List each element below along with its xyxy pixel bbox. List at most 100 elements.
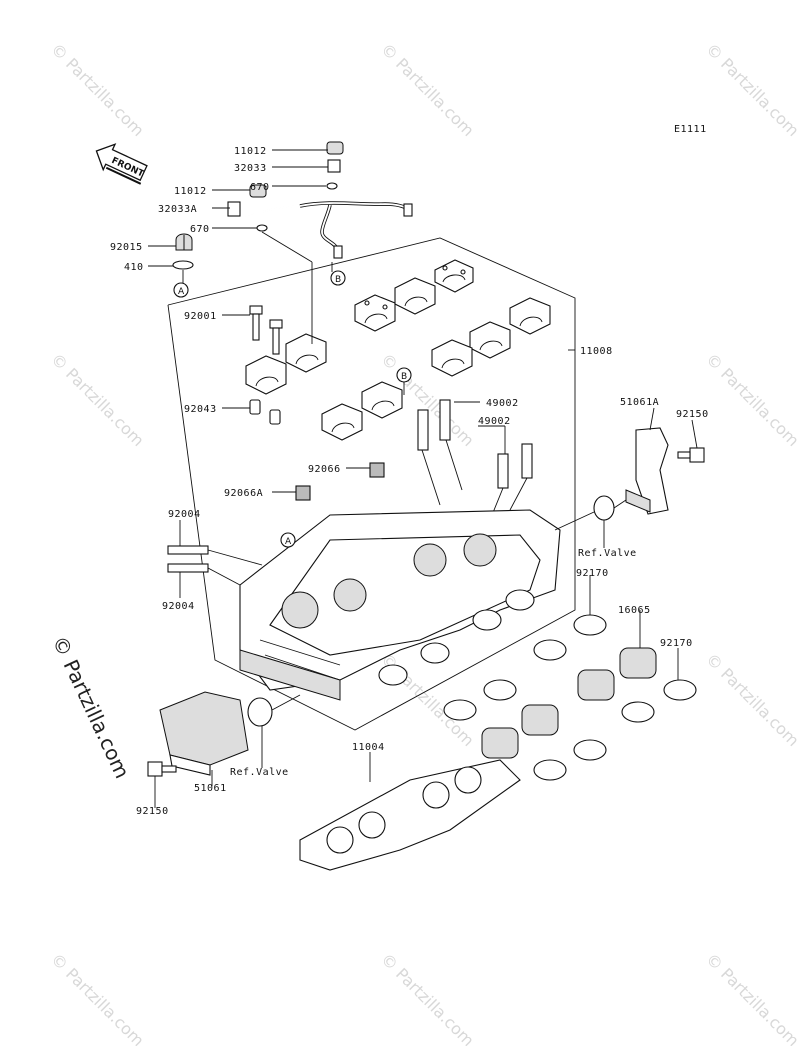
callout-labels: 11012 32033 670 11012 32033A 670 92015 4…	[110, 146, 709, 817]
callout-92066: 92066	[308, 464, 341, 475]
watermark: © Partzilla.com	[377, 39, 478, 140]
cylinder-head-icon	[239, 509, 561, 701]
callout-92170: 92170	[660, 638, 693, 649]
callout-32033: 32033	[234, 163, 267, 174]
carb-holder-icon	[577, 669, 615, 701]
plug-icon	[295, 485, 311, 501]
reed-valve-icon	[247, 697, 273, 727]
bolt-icon	[677, 447, 705, 463]
callout-92015: 92015	[110, 242, 143, 253]
leader-lines	[148, 149, 698, 808]
callout-92004: 92004	[168, 509, 201, 520]
svg-text:B: B	[401, 372, 407, 382]
ref-circle-b: B	[396, 367, 412, 383]
callout-49002: 49002	[486, 398, 519, 409]
valve-guide-icon	[417, 399, 533, 521]
front-arrow-icon: FRONT	[95, 143, 148, 185]
callout-92043: 92043	[184, 404, 217, 415]
callout-49002: 49002	[478, 416, 511, 427]
clamp-icon	[483, 679, 517, 701]
watermark: © Partzilla.com	[47, 949, 148, 1046]
cover-icon	[625, 427, 669, 515]
camshaft-caps	[245, 259, 551, 441]
callout-92001: 92001	[184, 311, 217, 322]
watermark: © Partzilla.com	[47, 39, 148, 140]
camshaft-cap-icon	[469, 321, 511, 359]
clamp-icon	[573, 739, 607, 761]
ref-circle-a: A	[280, 532, 296, 548]
watermark: © Partzilla.com	[702, 649, 800, 750]
carb-holder-icon	[521, 704, 559, 736]
watermark: © Partzilla.com	[702, 949, 800, 1046]
camshaft-cap-icon	[245, 355, 287, 395]
watermark: © Partzilla.com	[377, 949, 478, 1046]
callout-670: 670	[190, 224, 210, 235]
camshaft-cap-icon	[509, 297, 551, 335]
camshaft-cap-icon	[431, 339, 473, 377]
dowel-pin-icon	[269, 409, 281, 425]
plug-icon	[369, 462, 385, 478]
reed-valve-icon	[593, 495, 615, 521]
callout-670: 670	[250, 182, 270, 193]
dowel-pin-icon	[249, 399, 261, 415]
carb-holder-icon	[619, 647, 657, 679]
svg-text:A: A	[178, 287, 185, 297]
ref-circle-b: B	[330, 270, 346, 286]
washer-icon	[172, 260, 194, 270]
washer-icon	[256, 224, 268, 232]
camshaft-cap-icon	[434, 259, 474, 293]
callout-ref-valve: Ref.Valve	[578, 548, 637, 559]
callout-92150: 92150	[136, 806, 169, 817]
cover-icon	[159, 691, 249, 776]
callout-ref-valve: Ref.Valve	[230, 767, 289, 778]
svg-text:B: B	[335, 275, 341, 285]
callout-92150: 92150	[676, 409, 709, 420]
head-gasket-icon	[299, 759, 521, 871]
camshaft-cap-icon	[285, 333, 327, 373]
watermark: © Partzilla.com	[702, 349, 800, 450]
assembly-boundary	[167, 237, 576, 731]
banjo-fitting-icon	[327, 159, 341, 173]
clamp-icon	[663, 679, 697, 701]
camshaft-cap-icon	[354, 294, 396, 332]
clamp-icon	[533, 639, 567, 661]
callout-51061: 51061	[194, 783, 227, 794]
camshaft-cap-icon	[394, 277, 436, 315]
watermark: © Partzilla.com	[702, 39, 800, 140]
diagram-code: E1111	[674, 124, 707, 135]
callout-92066a: 92066A	[224, 488, 263, 499]
carburetor-holders	[443, 614, 697, 781]
cap-bolt-icon	[249, 184, 267, 198]
callout-51061a: 51061A	[620, 397, 659, 408]
cap-bolt-icon	[326, 141, 344, 155]
clamp-icon	[621, 701, 655, 723]
callout-410: 410	[124, 262, 144, 273]
acorn-nut-icon	[175, 233, 193, 251]
bolt-icon	[249, 305, 263, 341]
callout-92170: 92170	[576, 568, 609, 579]
side-watermark: © Partzilla.com	[47, 632, 134, 782]
callout-11012: 11012	[174, 186, 207, 197]
callout-16065: 16065	[618, 605, 651, 616]
callout-11008: 11008	[580, 346, 613, 357]
washer-icon	[326, 182, 338, 190]
watermark: © Partzilla.com	[47, 349, 148, 450]
svg-text:A: A	[285, 537, 292, 547]
camshaft-cap-icon	[361, 381, 403, 419]
callout-32033a: 32033A	[158, 204, 197, 215]
bolt-icon	[269, 319, 283, 355]
carb-holder-icon	[481, 727, 519, 759]
oil-pipe-icon	[231, 161, 413, 259]
callout-11004: 11004	[352, 742, 385, 753]
clamp-icon	[573, 614, 607, 636]
clamp-icon	[533, 759, 567, 781]
callout-92004: 92004	[162, 601, 195, 612]
clamp-icon	[443, 699, 477, 721]
bolt-icon	[147, 761, 177, 777]
stud-icon	[167, 545, 263, 586]
camshaft-cap-icon	[321, 403, 363, 441]
ref-circle-a: A	[173, 282, 189, 298]
banjo-fitting-icon	[227, 201, 241, 217]
callout-11012: 11012	[234, 146, 267, 157]
